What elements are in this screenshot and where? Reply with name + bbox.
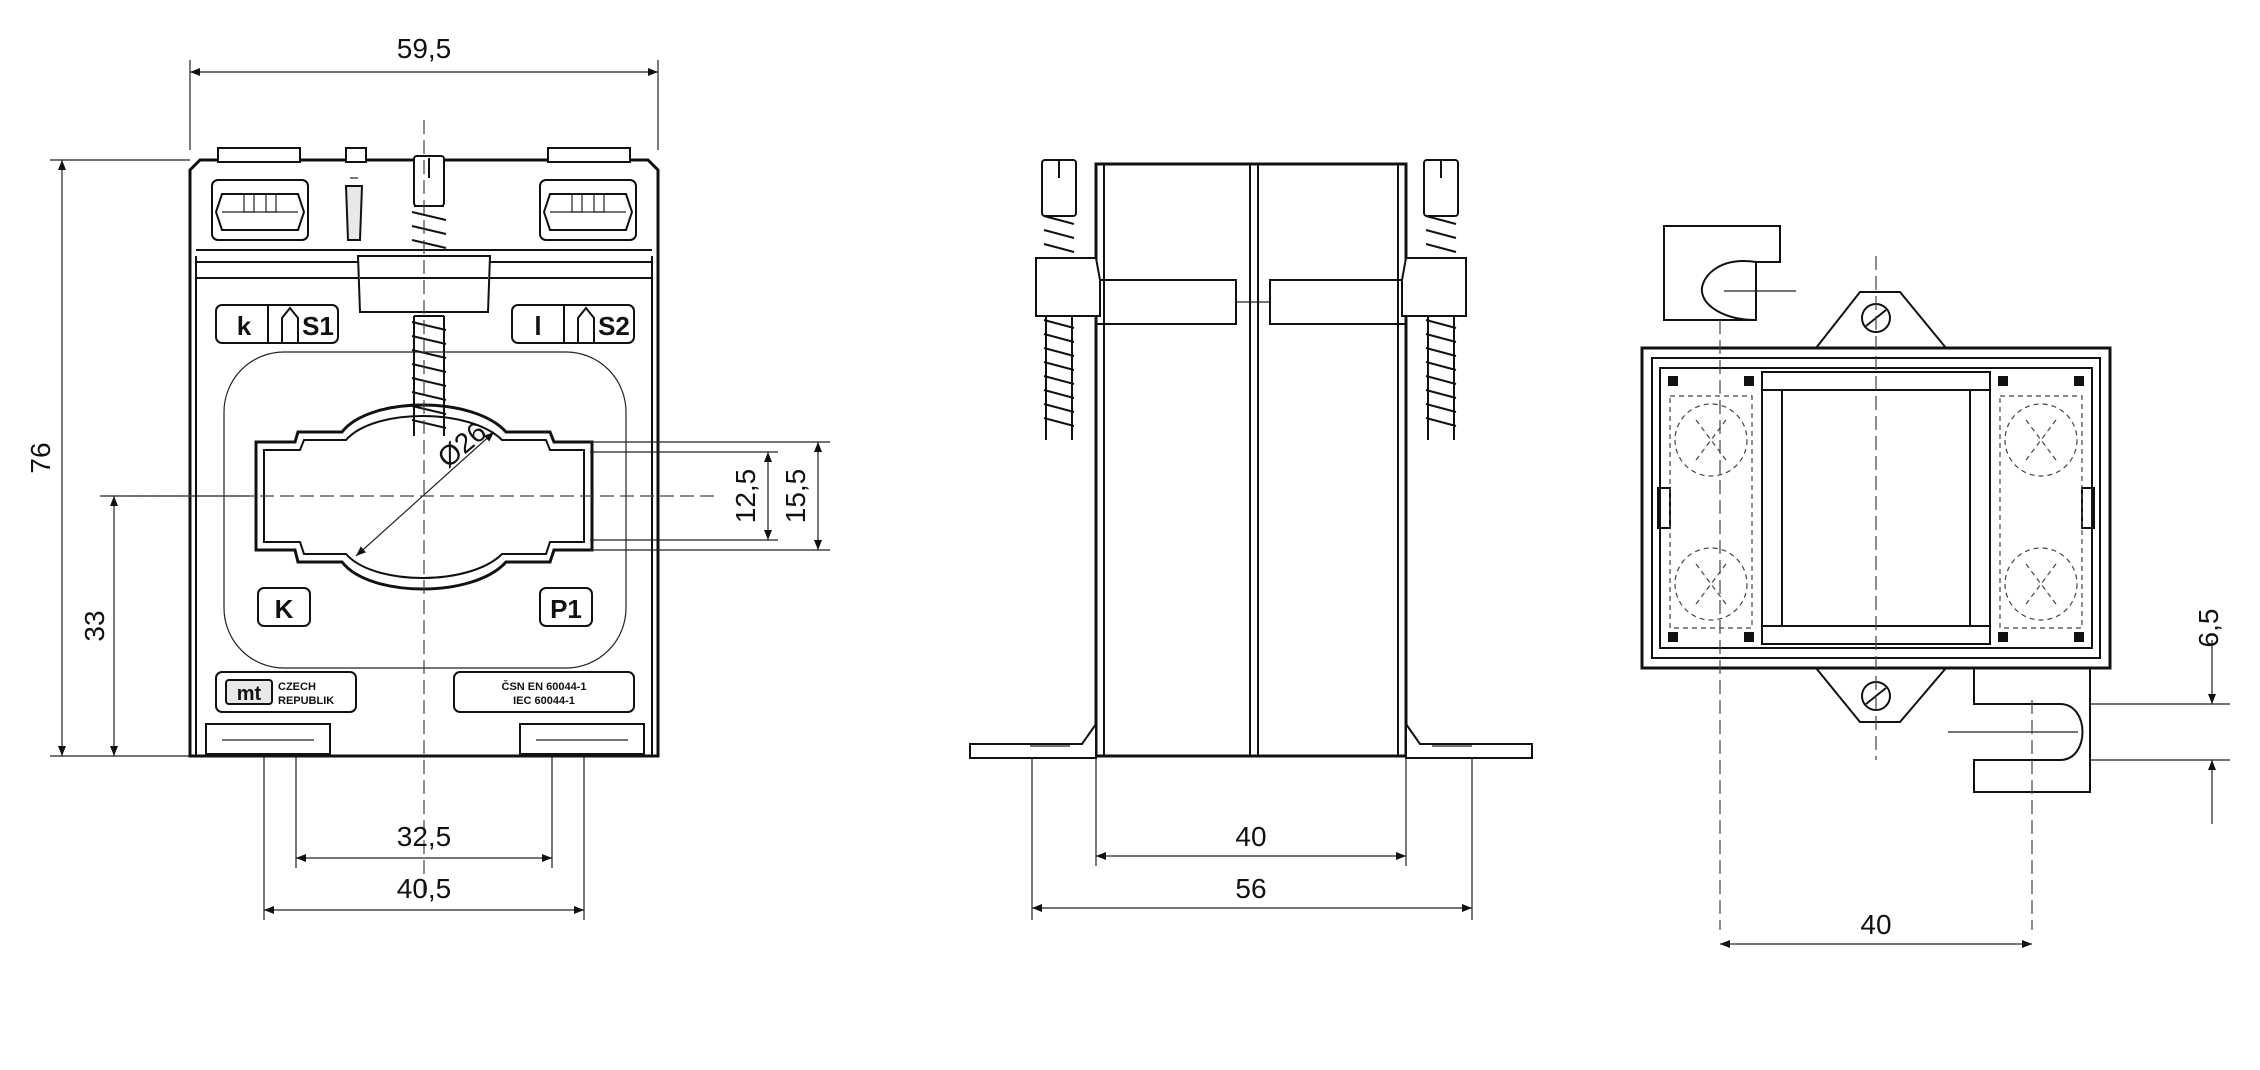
standard-line1: ČSN EN 60044-1 xyxy=(502,680,587,693)
hidden-screw-2 xyxy=(1674,547,1748,621)
secondary-terminal-left xyxy=(211,179,309,241)
standard-line2: IEC 60044-1 xyxy=(513,695,575,707)
side-view: 40 56 xyxy=(969,159,1533,920)
dim-mount-spacing: 40 xyxy=(1860,909,1891,940)
dim-center-height: 33 xyxy=(79,610,110,641)
maker-logo: mt CZECH REPUBLIK xyxy=(215,671,357,713)
label-l-s2: l S2 xyxy=(511,304,635,344)
origin-line1: CZECH xyxy=(278,681,316,693)
label-s2: S2 xyxy=(598,311,630,341)
label-primary-k: K xyxy=(275,594,294,624)
label-s1: S1 xyxy=(302,311,334,341)
dim-window-outer: 15,5 xyxy=(780,469,811,524)
hidden-screw-4 xyxy=(2004,547,2078,621)
side-screw-right xyxy=(1401,159,1467,440)
dim-side-base-width: 56 xyxy=(1235,873,1266,904)
dim-overall-width: 59,5 xyxy=(397,33,452,64)
hidden-screw-3 xyxy=(2004,403,2078,477)
standard-plate: ČSN EN 60044-1 IEC 60044-1 xyxy=(453,671,635,713)
dim-aperture-diameter: Ø26 xyxy=(432,416,492,474)
label-primary-p1: P1 xyxy=(550,594,582,624)
dim-slot: 6,5 xyxy=(2193,609,2224,648)
dim-body-width: 40 xyxy=(1235,821,1266,852)
maker-logo-text: mt xyxy=(237,683,262,705)
dim-base-width: 40,5 xyxy=(397,873,452,904)
dim-window-inner: 12,5 xyxy=(730,469,761,524)
dim-overall-height: 76 xyxy=(25,442,56,473)
hidden-screw-1 xyxy=(1674,403,1748,477)
label-k-s1: k S1 xyxy=(215,304,339,344)
dim-terminal-pitch: 32,5 xyxy=(397,821,452,852)
label-k: k xyxy=(237,311,252,341)
origin-line2: REPUBLIK xyxy=(278,695,334,707)
secondary-terminal-right xyxy=(539,179,637,241)
bottom-view: 6,5 40 xyxy=(1640,225,2230,948)
side-screw-left xyxy=(1035,159,1101,440)
label-l: l xyxy=(534,311,541,341)
front-view: 59,5 76 33 xyxy=(25,33,830,920)
